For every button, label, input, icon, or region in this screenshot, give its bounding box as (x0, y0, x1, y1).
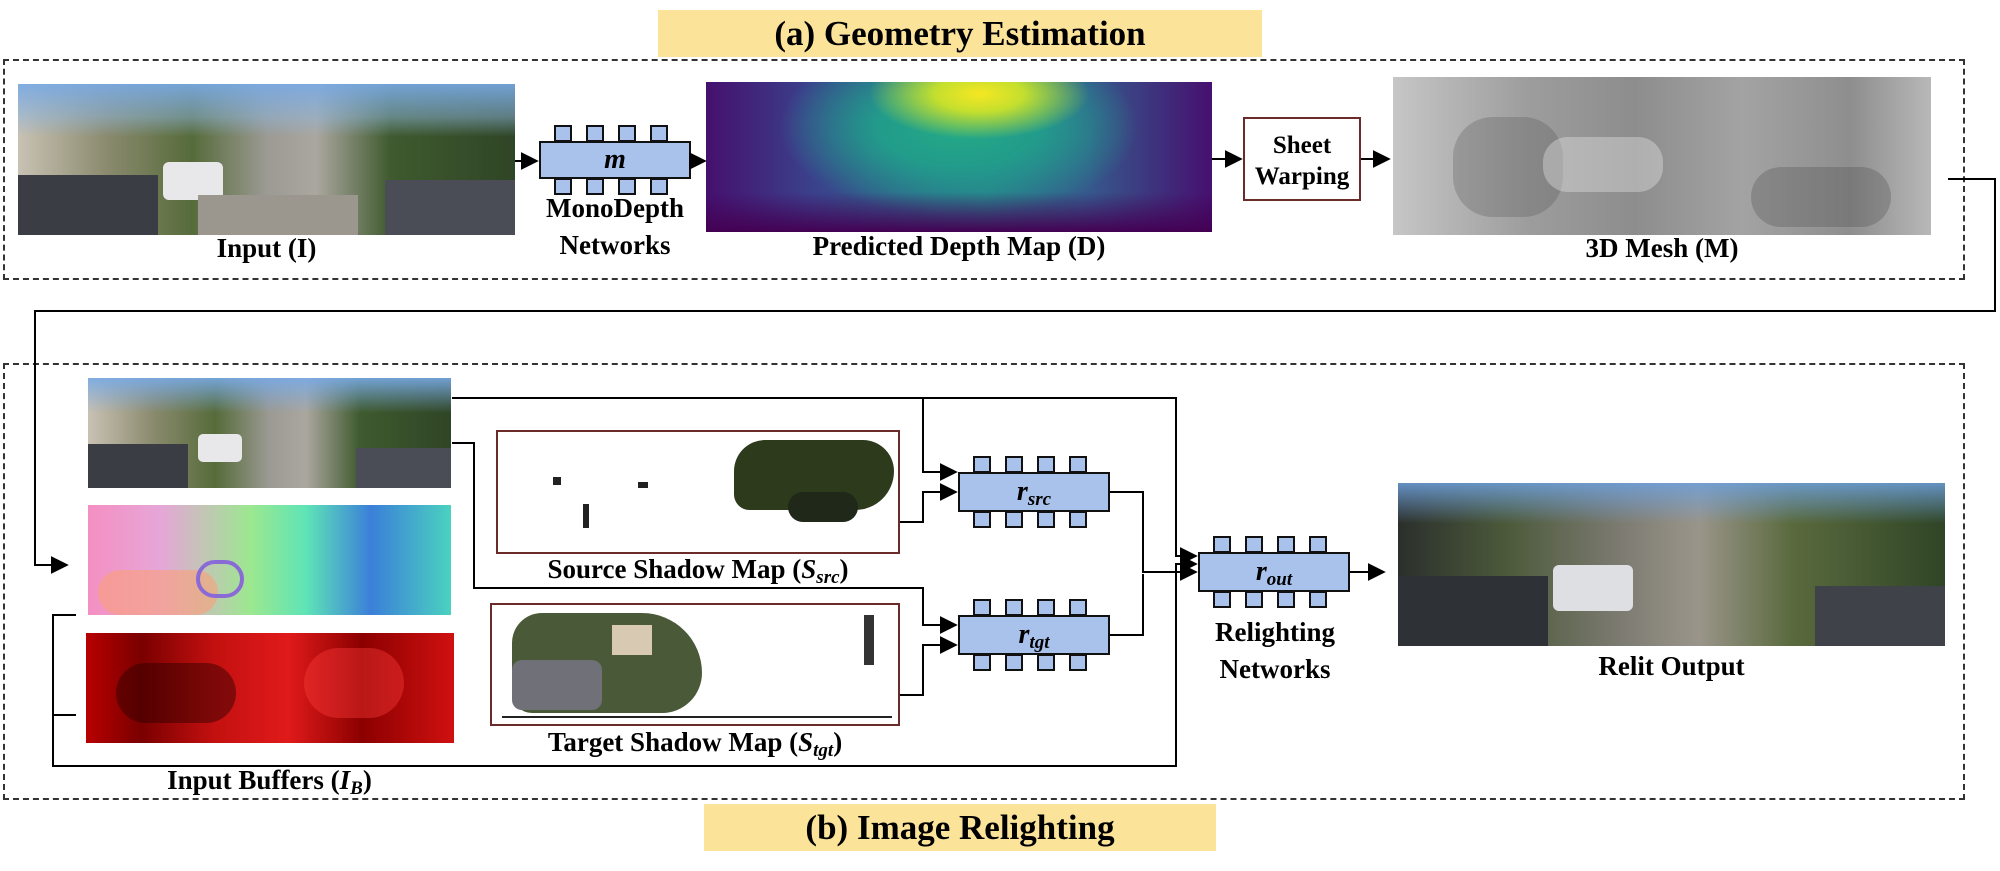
geometry-section-box (3, 59, 1965, 280)
r-out-network-block: rout (1198, 552, 1350, 592)
source-shadow-map-label: Source Shadow Map (Ssrc) (547, 554, 849, 588)
relighting-label-line2: Networks (1219, 654, 1331, 684)
sheet-warping-line2: Warping (1254, 163, 1350, 190)
relit-output-label: Relit Output (1598, 651, 1745, 681)
relighting-section-box (3, 363, 1965, 800)
monodepth-label-line1: MonoDepth (545, 193, 684, 223)
buffer-depth-red-image (86, 633, 454, 743)
predicted-depth-map-image (706, 82, 1212, 232)
relit-output-image (1398, 483, 1945, 646)
monodepth-label-line2: Networks (559, 230, 671, 260)
buffer-rgb-image (88, 378, 451, 488)
depth-map-label: Predicted Depth Map (D) (812, 231, 1106, 261)
sheet-warping-box: Sheet Warping (1243, 117, 1361, 201)
buffer-normal-map-image (88, 505, 451, 615)
input-label: Input (I) (216, 233, 317, 263)
3d-mesh-label: 3D Mesh (M) (1585, 233, 1739, 263)
monodepth-network-label: MonoDepth Networks (510, 190, 720, 264)
input-buffers-label: Input Buffers (IB) (167, 765, 372, 799)
monodepth-network-block: m (539, 141, 691, 179)
relighting-label-line1: Relighting (1214, 617, 1335, 647)
relighting-networks-label: Relighting Networks (1170, 614, 1380, 688)
input-street-image (18, 84, 515, 235)
target-shadow-map-label: Target Shadow Map (Stgt) (547, 727, 843, 761)
monodepth-network-symbol: m (604, 144, 626, 175)
r-tgt-network-block: rtgt (958, 615, 1110, 655)
geometry-section-title: (a) Geometry Estimation (658, 10, 1262, 57)
r-src-network-block: rsrc (958, 472, 1110, 512)
target-shadow-map-frame (490, 603, 900, 726)
source-shadow-map-frame (496, 430, 900, 554)
sheet-warping-line1: Sheet (1272, 132, 1332, 159)
3d-mesh-image (1393, 77, 1931, 235)
relighting-section-title: (b) Image Relighting (704, 804, 1216, 851)
